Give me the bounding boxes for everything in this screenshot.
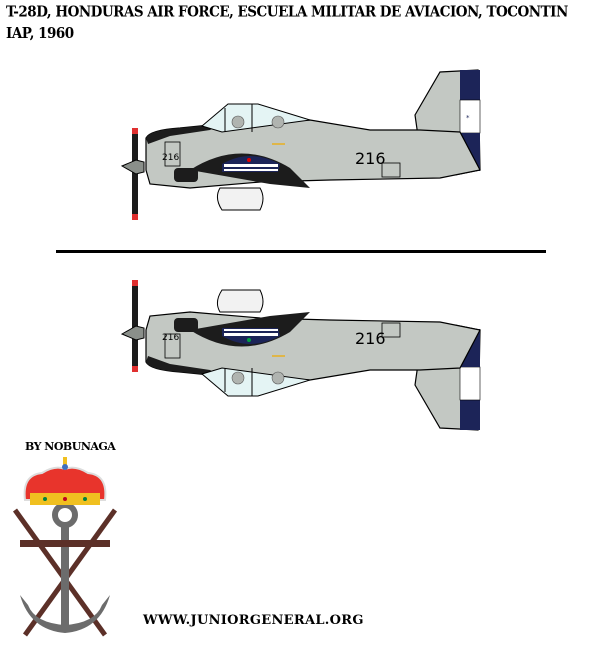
svg-text:*: * [466, 114, 470, 122]
page-title: T-28D, Honduras Air Force, Escuela Milit… [6, 3, 568, 43]
nose-serial: 216 [162, 153, 179, 163]
author-credit: By Nobunaga [25, 440, 116, 453]
fuselage-serial: 216 [355, 329, 386, 348]
aircraft-profile-right: 216 216 [120, 280, 481, 431]
divider [56, 250, 546, 253]
propeller-icon [120, 280, 145, 372]
nose-serial: 216 [162, 333, 179, 343]
aircraft-profile-left: * 216 216 [120, 69, 481, 220]
propeller-icon [120, 128, 145, 220]
marine-crest-icon [12, 457, 118, 637]
website-link[interactable]: www.juniorgeneral.org [143, 613, 364, 628]
fuselage-serial: 216 [355, 149, 386, 168]
